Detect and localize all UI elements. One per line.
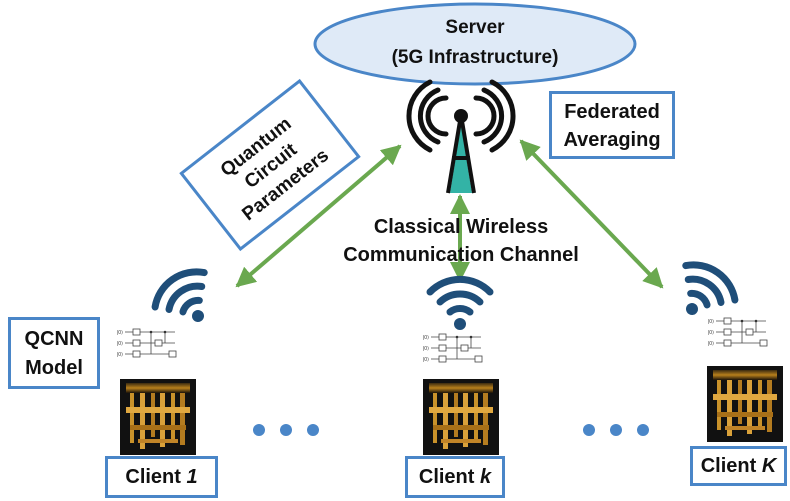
wifi-icon [682,261,739,315]
radio-tower-icon [406,79,516,194]
client-index: k [480,466,492,488]
svg-text:|0⟩: |0⟩ [708,319,714,325]
client-prefix: Client [125,466,187,488]
arrow-server-client-K [519,139,664,289]
svg-text:|0⟩: |0⟩ [708,341,714,347]
qcnn-line2: Model [25,357,83,379]
client-prefix: Client [418,466,480,488]
svg-text:|0⟩: |0⟩ [423,335,429,341]
wifi-icon [426,275,494,330]
client-label-1: Client 1 [105,456,218,498]
channel-label-line1: Classical Wireless [374,216,548,238]
arrow-server-client-1 [235,144,402,288]
quantum-computer-icon [120,379,196,455]
qcnn-circuit: |0⟩ |0⟩ |0⟩ [708,317,768,347]
fed-avg-line1: Federated [564,101,660,123]
server-subtitle: (5G Infrastructure) [392,47,559,68]
quantum-computer-icon [423,379,499,455]
channel-label-line2: Communication Channel [343,244,579,266]
federated-averaging-box: Federated Averaging [549,91,675,159]
ellipsis-dots [583,424,649,436]
svg-text:|0⟩: |0⟩ [423,346,429,352]
svg-text:|0⟩: |0⟩ [117,352,123,358]
client-label-K: Client K [690,446,787,486]
svg-text:|0⟩: |0⟩ [708,330,714,336]
quantum-circuit-parameters-box: Quantum Circuit Parameters [179,78,361,252]
server-cloud [313,2,637,86]
server-title: Server [445,17,505,38]
qcnn-line1: QCNN [24,328,84,350]
quantum-computer-icon [707,366,783,442]
ellipsis-dots [253,424,319,436]
client-index: 1 [186,466,198,488]
qcnn-circuit: |0⟩ |0⟩ |0⟩ [117,328,177,358]
svg-text:|0⟩: |0⟩ [117,341,123,347]
fed-avg-line2: Averaging [563,129,661,151]
qcnn-model-box: QCNN Model [8,317,100,389]
svg-text:|0⟩: |0⟩ [423,357,429,363]
client-prefix: Client [700,455,762,477]
client-index: K [761,455,777,477]
svg-text:|0⟩: |0⟩ [117,330,123,336]
qcnn-circuit: |0⟩ |0⟩ |0⟩ [423,333,483,363]
wifi-icon [151,268,208,322]
client-label-k: Client k [405,456,505,498]
